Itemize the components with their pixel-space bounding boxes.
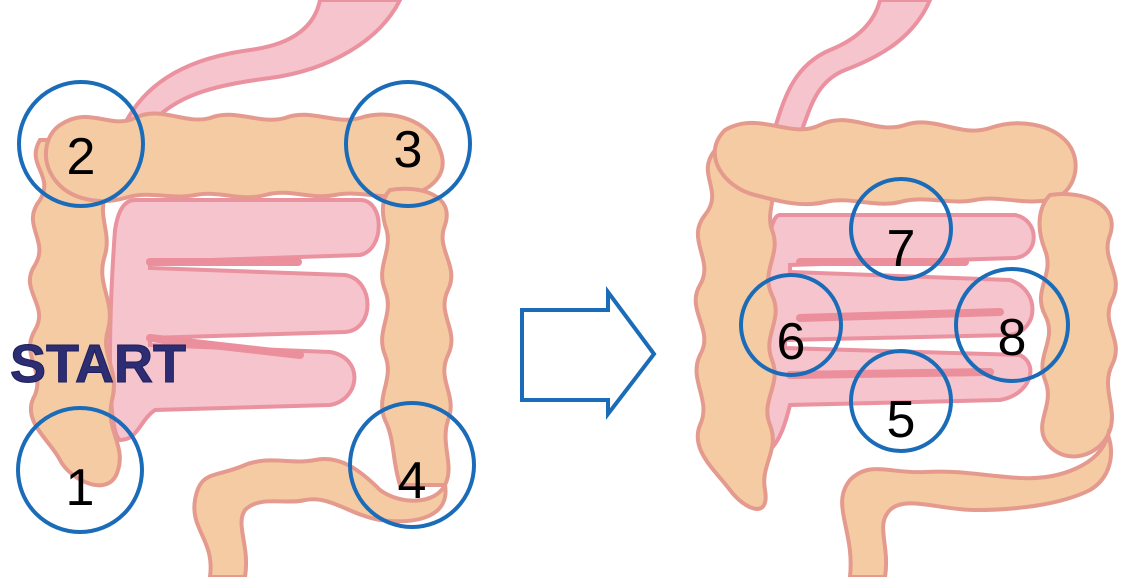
right-transverse-colon xyxy=(715,120,1076,204)
marker-label-2: 2 xyxy=(67,128,96,186)
marker-label-5: 5 xyxy=(887,391,916,449)
start-label: START xyxy=(10,334,186,394)
left-transverse-colon xyxy=(46,113,443,200)
marker-label-1: 1 xyxy=(66,459,95,517)
marker-label-7: 7 xyxy=(887,220,916,278)
left-small-intestine xyxy=(110,200,379,440)
marker-label-8: 8 xyxy=(998,309,1027,367)
marker-label-3: 3 xyxy=(394,121,423,179)
right-ascending-colon xyxy=(696,150,776,509)
right-descending-colon xyxy=(1040,194,1116,456)
left-descending-colon xyxy=(382,189,451,485)
right-arrow-icon xyxy=(522,292,654,414)
right-stomach xyxy=(775,0,930,135)
marker-label-6: 6 xyxy=(777,313,806,371)
marker-label-4: 4 xyxy=(398,452,427,510)
right-si-fold-3 xyxy=(790,372,990,375)
